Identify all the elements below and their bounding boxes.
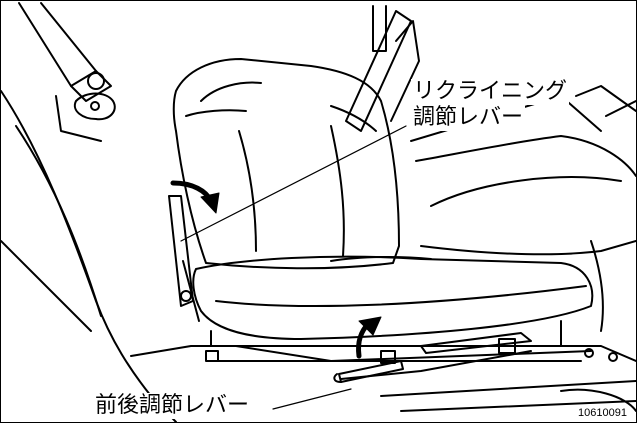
rops-pillar-left <box>18 2 112 102</box>
knob-bracket <box>55 92 116 142</box>
figure-id: 10610091 <box>578 407 627 420</box>
recline-lever-label-line2: 調節レバー <box>411 105 526 131</box>
recline-lever[interactable] <box>168 195 200 322</box>
slide-arrow-icon <box>356 316 382 359</box>
seat-slide-rails <box>205 320 618 380</box>
rops-pillar-right <box>345 5 420 132</box>
seat-backrest[interactable] <box>172 58 400 270</box>
leader-slide <box>272 388 352 410</box>
recline-arrow-icon <box>170 180 220 214</box>
slide-lever-label: 前後調節レバー <box>93 393 252 419</box>
leader-recline <box>180 125 407 242</box>
leader-lines <box>180 125 407 410</box>
recline-lever-label-line1: リクライニング <box>411 79 570 105</box>
slide-lever-bar[interactable] <box>333 360 404 383</box>
seat-cushion[interactable] <box>192 255 594 340</box>
cab-left-wall <box>1 90 177 422</box>
